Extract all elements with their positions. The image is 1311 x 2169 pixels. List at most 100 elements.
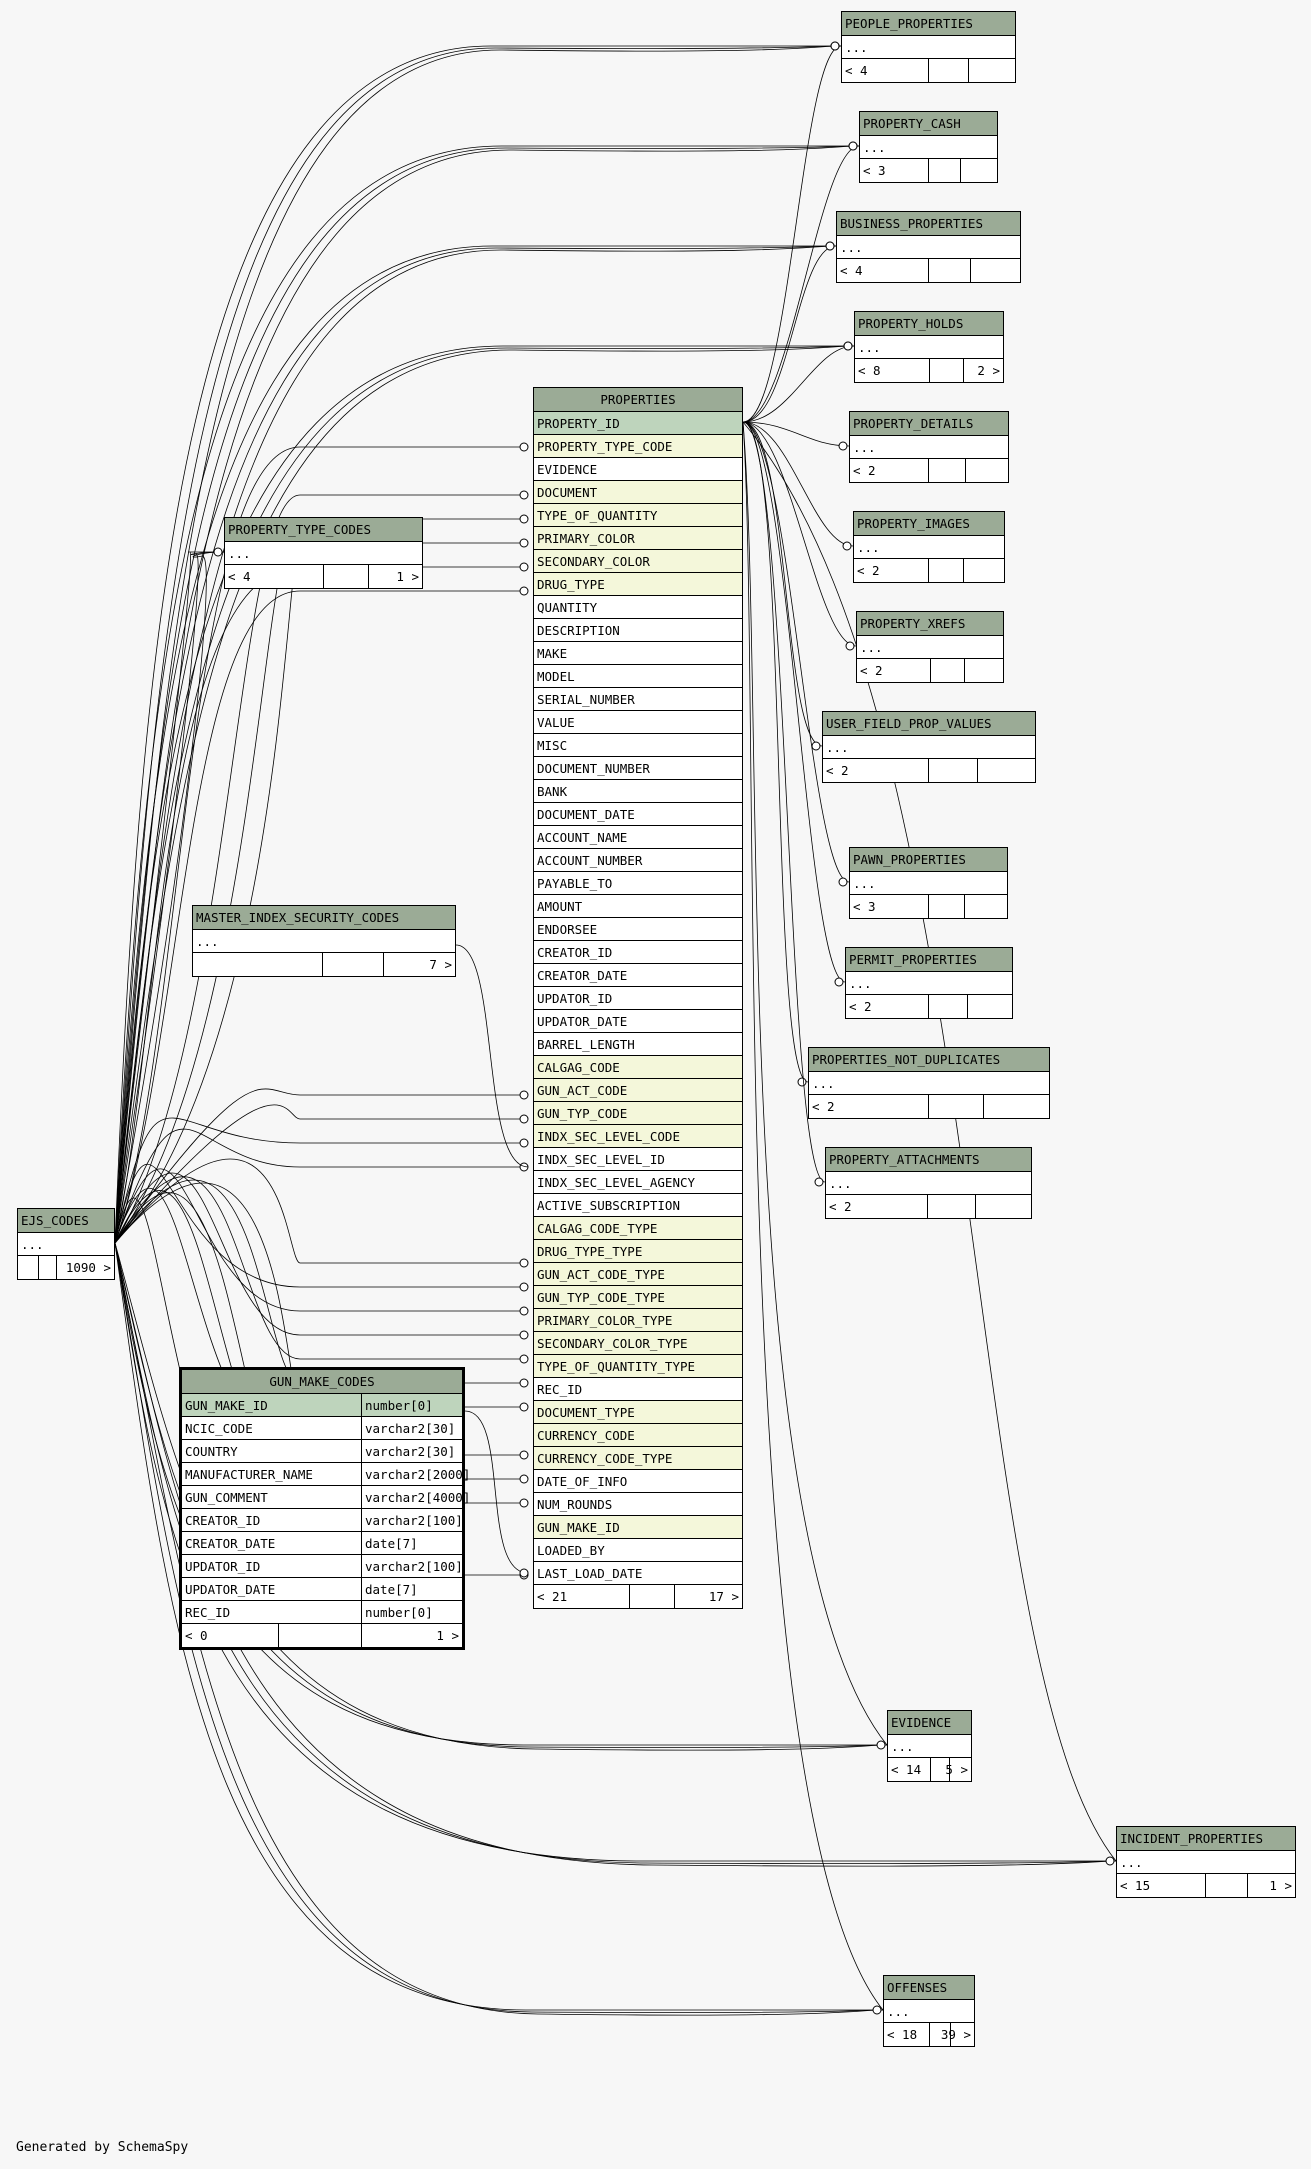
column-secondary-color[interactable]: SECONDARY_COLOR <box>534 550 742 573</box>
column-updator-date[interactable]: UPDATOR_DATE <box>534 1010 742 1033</box>
column-document-type[interactable]: DOCUMENT_TYPE <box>534 1401 742 1424</box>
column-indx-sec-level-id[interactable]: INDX_SEC_LEVEL_ID <box>534 1148 742 1171</box>
footer-left-count[interactable]: < 4 <box>840 263 863 278</box>
column-bank[interactable]: BANK <box>534 780 742 803</box>
table-body-ellipsis[interactable]: ... <box>855 336 1003 359</box>
table-user-field-prop-values[interactable]: USER_FIELD_PROP_VALUES...< 2 <box>822 711 1036 783</box>
column-creator-id[interactable]: CREATOR_ID <box>534 941 742 964</box>
table-pawn-properties[interactable]: PAWN_PROPERTIES...< 3 <box>849 847 1008 919</box>
column-primary-color[interactable]: PRIMARY_COLOR <box>534 527 742 550</box>
column-active-subscription[interactable]: ACTIVE_SUBSCRIPTION <box>534 1194 742 1217</box>
table-body-ellipsis[interactable]: ... <box>888 1735 971 1758</box>
column-evidence[interactable]: EVIDENCE <box>534 458 742 481</box>
table-people-properties[interactable]: PEOPLE_PROPERTIES...< 4 <box>841 11 1016 83</box>
column-secondary-color-type[interactable]: SECONDARY_COLOR_TYPE <box>534 1332 742 1355</box>
table-property-details[interactable]: PROPERTY_DETAILS...< 2 <box>849 411 1009 483</box>
column-make[interactable]: MAKE <box>534 642 742 665</box>
column-currency-code[interactable]: CURRENCY_CODE <box>534 1424 742 1447</box>
table-body-ellipsis[interactable]: ... <box>857 636 1003 659</box>
column-gun-typ-code-type[interactable]: GUN_TYP_CODE_TYPE <box>534 1286 742 1309</box>
table-body-ellipsis[interactable]: ... <box>826 1172 1031 1195</box>
column-value[interactable]: VALUE <box>534 711 742 734</box>
column-loaded-by[interactable]: LOADED_BY <box>534 1539 742 1562</box>
footer-left-count[interactable]: < 18 <box>887 2027 918 2042</box>
column-indx-sec-level-agency[interactable]: INDX_SEC_LEVEL_AGENCY <box>534 1171 742 1194</box>
column-description[interactable]: DESCRIPTION <box>534 619 742 642</box>
table-body-ellipsis[interactable]: ... <box>860 136 997 159</box>
footer-left-count[interactable]: < 2 <box>849 999 872 1014</box>
table-body-ellipsis[interactable]: ... <box>837 236 1020 259</box>
footer-right-count[interactable]: 39 > <box>940 2027 971 2042</box>
table-ejs-codes[interactable]: EJS_CODES...1090 > <box>17 1208 115 1280</box>
table-body-ellipsis[interactable]: ... <box>193 930 455 953</box>
column-currency-code-type[interactable]: CURRENCY_CODE_TYPE <box>534 1447 742 1470</box>
table-business-properties[interactable]: BUSINESS_PROPERTIES...< 4 <box>836 211 1021 283</box>
footer-right-count[interactable]: 17 > <box>708 1589 739 1604</box>
footer-left-count[interactable]: < 2 <box>857 563 880 578</box>
table-master-index-security-codes[interactable]: MASTER_INDEX_SECURITY_CODES...7 > <box>192 905 456 977</box>
column-endorsee[interactable]: ENDORSEE <box>534 918 742 941</box>
footer-left-count[interactable]: < 2 <box>853 463 876 478</box>
column-rec-id[interactable]: REC_ID <box>534 1378 742 1401</box>
table-body-ellipsis[interactable]: ... <box>18 1233 114 1256</box>
column-barrel-length[interactable]: BARREL_LENGTH <box>534 1033 742 1056</box>
table-properties-not-duplicates[interactable]: PROPERTIES_NOT_DUPLICATES...< 2 <box>808 1047 1050 1119</box>
table-property-xrefs[interactable]: PROPERTY_XREFS...< 2 <box>856 611 1004 683</box>
column-document-number[interactable]: DOCUMENT_NUMBER <box>534 757 742 780</box>
footer-left-count[interactable]: < 2 <box>826 763 849 778</box>
table-body-ellipsis[interactable]: ... <box>809 1072 1049 1095</box>
footer-left-count[interactable]: < 3 <box>853 899 876 914</box>
column-calgag-code-type[interactable]: CALGAG_CODE_TYPE <box>534 1217 742 1240</box>
footer-right-count[interactable]: 1 > <box>396 569 419 584</box>
table-body-ellipsis[interactable]: ... <box>846 972 1012 995</box>
table-property-attachments[interactable]: PROPERTY_ATTACHMENTS...< 2 <box>825 1147 1032 1219</box>
column-model[interactable]: MODEL <box>534 665 742 688</box>
column-type-of-quantity[interactable]: TYPE_OF_QUANTITY <box>534 504 742 527</box>
column-num-rounds[interactable]: NUM_ROUNDS <box>534 1493 742 1516</box>
column-calgag-code[interactable]: CALGAG_CODE <box>534 1056 742 1079</box>
column-gun-act-code-type[interactable]: GUN_ACT_CODE_TYPE <box>534 1263 742 1286</box>
footer-left-count[interactable]: < 21 <box>537 1589 568 1604</box>
table-body-ellipsis[interactable]: ... <box>225 542 422 565</box>
table-body-ellipsis[interactable]: ... <box>823 736 1035 759</box>
column-drug-type[interactable]: DRUG_TYPE <box>534 573 742 596</box>
table-permit-properties[interactable]: PERMIT_PROPERTIES...< 2 <box>845 947 1013 1019</box>
column-gun-typ-code[interactable]: GUN_TYP_CODE <box>534 1102 742 1125</box>
column-document-date[interactable]: DOCUMENT_DATE <box>534 803 742 826</box>
footer-right-count[interactable]: 2 > <box>977 363 1000 378</box>
column-payable-to[interactable]: PAYABLE_TO <box>534 872 742 895</box>
footer-left-count[interactable]: < 4 <box>228 569 251 584</box>
column-last-load-date[interactable]: LAST_LOAD_DATE <box>534 1562 742 1585</box>
table-property-cash[interactable]: PROPERTY_CASH...< 3 <box>859 111 998 183</box>
table-body-ellipsis[interactable]: ... <box>1117 1851 1295 1874</box>
footer-left-count[interactable]: < 15 <box>1120 1878 1151 1893</box>
column-serial-number[interactable]: SERIAL_NUMBER <box>534 688 742 711</box>
column-gun-make-id[interactable]: GUN_MAKE_ID <box>534 1516 742 1539</box>
column-gun-act-code[interactable]: GUN_ACT_CODE <box>534 1079 742 1102</box>
column-type-of-quantity-type[interactable]: TYPE_OF_QUANTITY_TYPE <box>534 1355 742 1378</box>
column-property-id[interactable]: PROPERTY_ID <box>534 412 742 435</box>
footer-right-count[interactable]: 1 > <box>1269 1878 1292 1893</box>
column-property-type-code[interactable]: PROPERTY_TYPE_CODE <box>534 435 742 458</box>
table-body-ellipsis[interactable]: ... <box>850 872 1007 895</box>
footer-left-count[interactable]: < 2 <box>829 1199 852 1214</box>
table-body-ellipsis[interactable]: ... <box>884 2000 974 2023</box>
footer-right-count[interactable]: 1090 > <box>65 1260 111 1275</box>
footer-right-count[interactable]: 1 > <box>436 1628 459 1643</box>
footer-right-count[interactable]: 5 > <box>945 1762 968 1777</box>
